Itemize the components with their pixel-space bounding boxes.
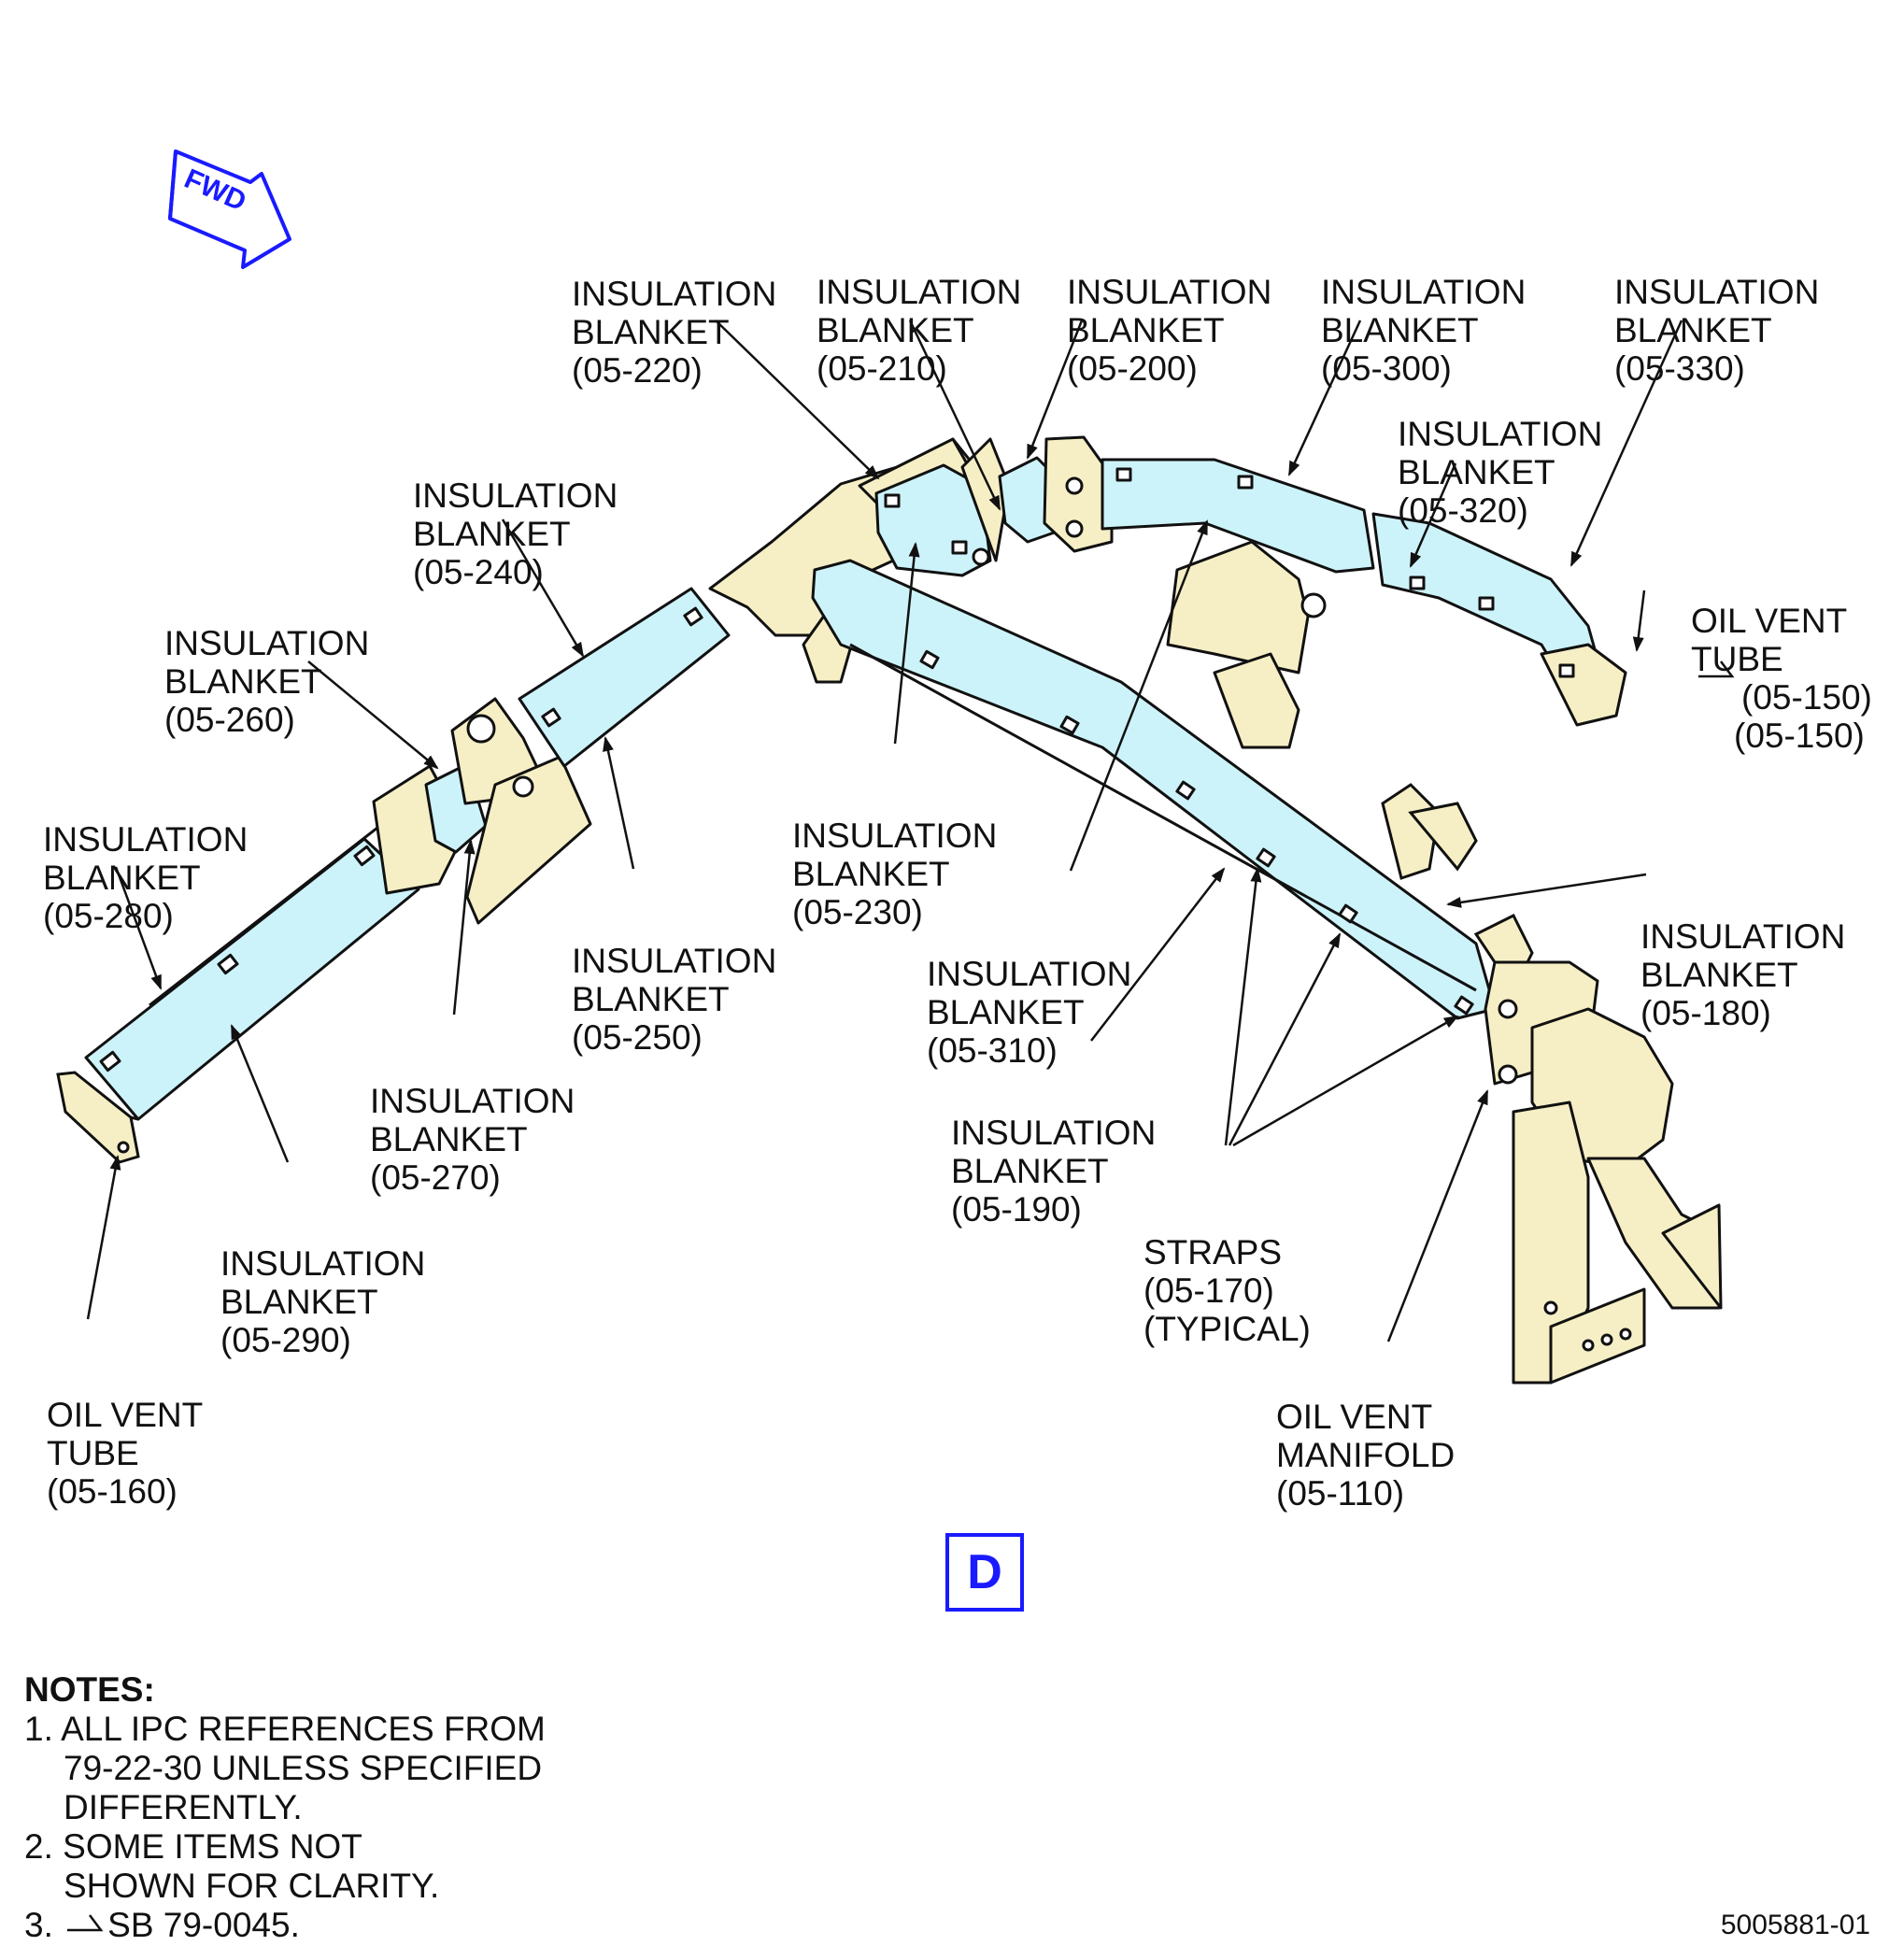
left-tube-blanket [84, 800, 420, 1121]
view-identifier: D [945, 1533, 1024, 1612]
note-line: 3. SB 79-0045. [24, 1906, 300, 1944]
mid-left-tube-blanket [518, 587, 731, 768]
note-line: 1. ALL IPC REFERENCES FROM [24, 1710, 546, 1748]
note-line: 79-22-30 UNLESS SPECIFIED [64, 1749, 543, 1787]
upper-elbow-blanket [874, 437, 1011, 577]
document-number: 5005881-01 [1720, 1910, 1870, 1940]
right-tube-blanket [1371, 512, 1627, 727]
fwd-arrow-icon: FWD [168, 149, 291, 269]
note-line: SHOWN FOR CLARITY. [64, 1867, 440, 1905]
left-flange [56, 1071, 140, 1164]
leader-lines [86, 320, 1683, 1342]
sb-flag-icon [67, 660, 1735, 1932]
long-diagonal-tube-blanket [811, 559, 1497, 1020]
center-bracket [1166, 540, 1327, 749]
label-straps-05-170: STRAPS(05-170)(TYPICAL) [1143, 1233, 1311, 1348]
upper-right-tube-blanket [1101, 458, 1375, 574]
notes-title: NOTES: [24, 1670, 155, 1709]
left-coupling [372, 697, 592, 925]
oil-vent-manifold [1484, 960, 1723, 1385]
notes-block: NOTES: 1. ALL IPC REFERENCES FROM 79-22-… [24, 1670, 546, 1945]
note-line: 2. SOME ITEMS NOT [24, 1827, 362, 1866]
upper-coupling [998, 435, 1114, 553]
note-line: DIFFERENTLY. [64, 1788, 303, 1826]
